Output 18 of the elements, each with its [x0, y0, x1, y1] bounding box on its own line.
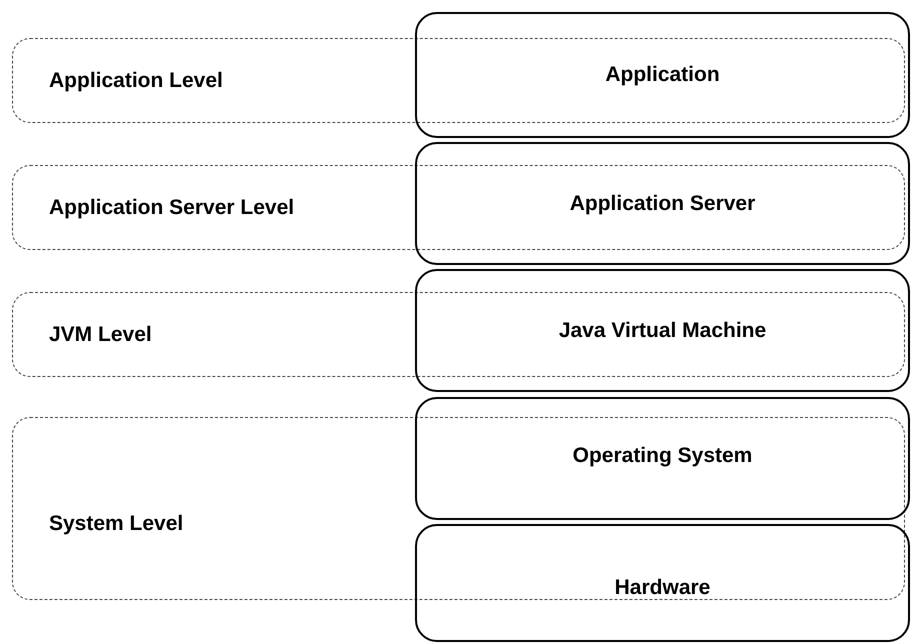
level-region — [12, 417, 905, 600]
layer-label: System Level — [49, 512, 184, 536]
layer-label: Hardware — [614, 576, 710, 600]
layer-box — [415, 524, 910, 642]
layer-box — [415, 397, 910, 520]
layer-label: Application — [605, 63, 720, 87]
layer-label: Application Server — [570, 192, 756, 216]
layer-label: Application Level — [49, 68, 223, 92]
layer-label: JVM Level — [49, 322, 152, 346]
layer-box — [415, 142, 910, 265]
level-region — [12, 292, 905, 377]
layer-label: Java Virtual Machine — [558, 318, 766, 342]
level-region — [12, 38, 905, 123]
layer-label: Application Server Level — [49, 196, 294, 220]
layer-label: Operating System — [572, 444, 752, 468]
layer-box — [415, 12, 910, 138]
layer-box — [415, 269, 910, 392]
level-region — [12, 165, 905, 250]
